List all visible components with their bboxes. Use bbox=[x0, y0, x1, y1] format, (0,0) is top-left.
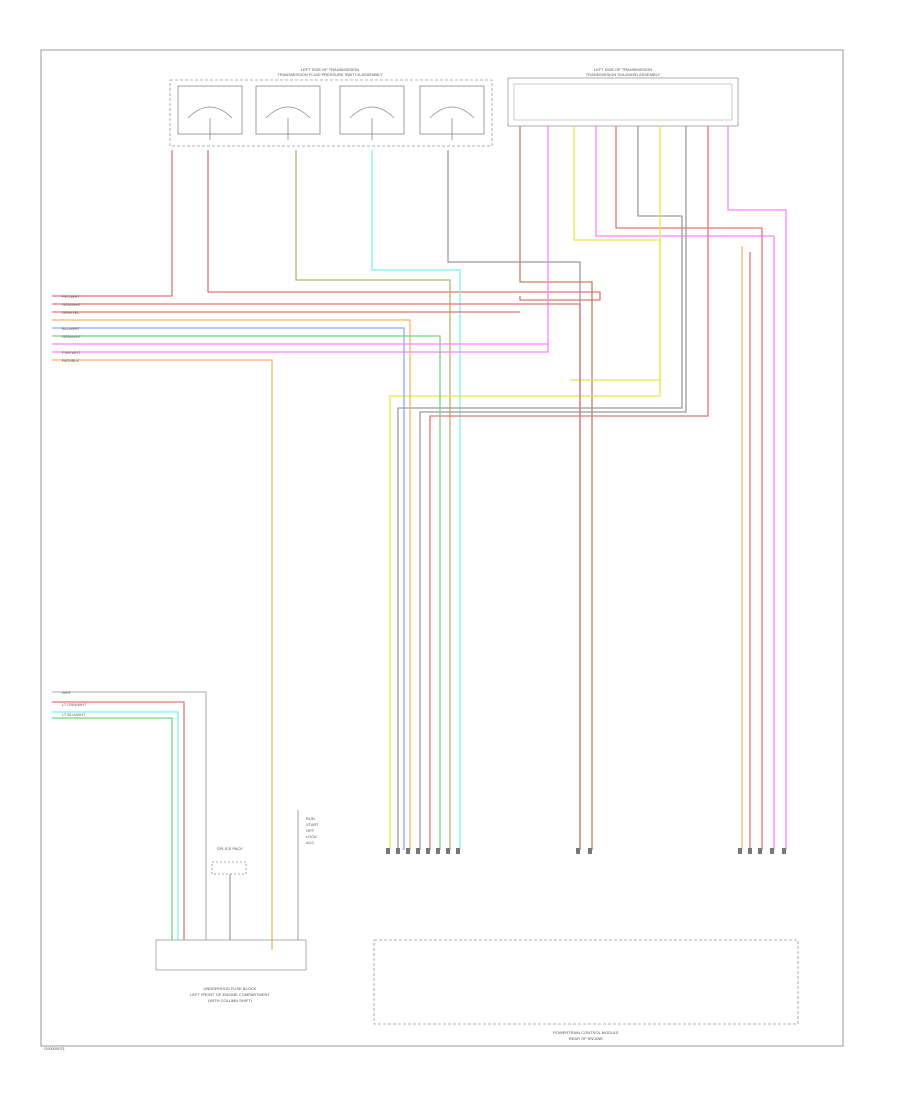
pressure-switch-title: LEFT SIDE OF TRANSMISSION bbox=[301, 67, 359, 72]
solenoid-assembly: LEFT SIDE OF TRANSMISSION TRANSMISSION S… bbox=[507, 67, 739, 127]
pcm-line1: POWERTRAIN CONTROL MODULE bbox=[553, 1030, 619, 1035]
harness-label-5: GRN/WHT bbox=[62, 334, 82, 339]
diagram-frame bbox=[40, 49, 844, 1047]
note-5: ACC bbox=[306, 840, 315, 845]
harness-bundle bbox=[52, 303, 581, 950]
harness-labels: PPL/WHT GRN/WHT GRN/YEL BLU/WHT GRN/WHT … bbox=[62, 294, 82, 363]
harness-label-4: BLU/WHT bbox=[62, 326, 81, 331]
splice-pack-label: SPLICE PACK bbox=[217, 846, 243, 851]
harness-label-2: GRN/WHT bbox=[62, 302, 82, 307]
bottom-connectors bbox=[386, 848, 786, 854]
harness-label-3: GRN/YEL bbox=[62, 310, 80, 315]
switch-wires bbox=[52, 150, 601, 850]
lower-label-2: LT GRN/WHT bbox=[62, 702, 87, 707]
fuse-block: UNDERHOOD FUSE BLOCK LEFT FRONT OF ENGIN… bbox=[155, 939, 307, 1003]
solenoid-subtitle: TRANSMISSION SOLENOID ASSEMBLY bbox=[586, 72, 661, 77]
note-1: RUN bbox=[306, 816, 315, 821]
lower-left-labels: WHT LT GRN/WHT LT BLU/WHT bbox=[62, 690, 87, 717]
ignition-note: RUN START OFF LOCK ACC bbox=[297, 810, 319, 940]
note-4: LOCK bbox=[306, 834, 317, 839]
lower-left-wires bbox=[52, 691, 207, 940]
note-2: START bbox=[306, 822, 319, 827]
solenoid-title: LEFT SIDE OF TRANSMISSION bbox=[594, 67, 652, 72]
solenoid-wires bbox=[52, 126, 787, 850]
pressure-switch-assembly: LEFT SIDE OF TRANSMISSION TRANSMISSION F… bbox=[169, 67, 493, 147]
figure-code: G00000071 bbox=[44, 1046, 66, 1051]
fuse-block-line2: LEFT FRONT OF ENGINE COMPARTMENT bbox=[190, 992, 270, 997]
pressure-switch-subtitle: TRANSMISSION FLUID PRESSURE SWITCH ASSEM… bbox=[277, 72, 383, 77]
harness-label-7: RED/BLK bbox=[62, 358, 79, 363]
lower-label-3: LT BLU/WHT bbox=[62, 712, 86, 717]
pcm-line2: REAR OF ENGINE bbox=[569, 1036, 604, 1041]
fuse-block-line1: UNDERHOOD FUSE BLOCK bbox=[204, 986, 257, 991]
lower-label-1: WHT bbox=[62, 690, 72, 695]
fuse-block-line3: (WITH COLUMN SHIFT) bbox=[208, 998, 253, 1003]
splice-pack: SPLICE PACK bbox=[211, 846, 247, 940]
pcm-module: POWERTRAIN CONTROL MODULE REAR OF ENGINE bbox=[373, 939, 799, 1041]
note-3: OFF bbox=[306, 828, 315, 833]
harness-label-1: PPL/WHT bbox=[62, 294, 80, 299]
harness-label-6: PNK/WHT bbox=[62, 350, 81, 355]
